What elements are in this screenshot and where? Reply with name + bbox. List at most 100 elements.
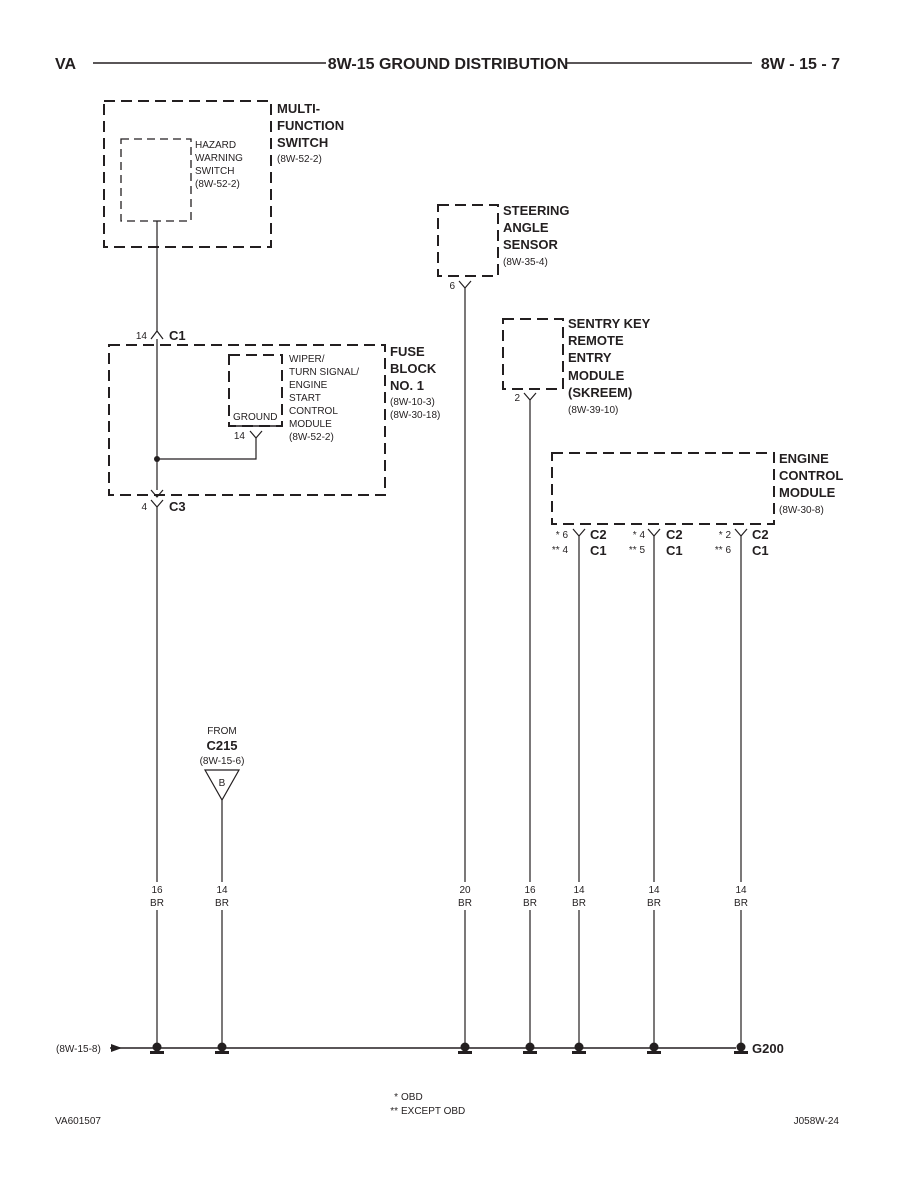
page-header: VA 8W-15 GROUND DISTRIBUTION 8W - 15 - 7 (55, 56, 840, 73)
splice-2-base (215, 1051, 229, 1054)
wiper-label-1: WIPER/ (289, 354, 325, 365)
hazard-label-2: WARNING (195, 153, 243, 164)
splice-6 (649, 1042, 659, 1052)
ecm-pin-1-obd: * 6 (556, 530, 569, 541)
hazard-label-3: SWITCH (195, 166, 234, 177)
fuse-block-ref-1: (8W-10-3) (390, 397, 435, 408)
c215-ref: (8W-15-6) (200, 756, 245, 767)
fuse-block-label-1: FUSE (390, 344, 425, 359)
legend: * OBD ** EXCEPT OBD (390, 1092, 465, 1117)
c3-name: C3 (169, 499, 186, 514)
mfs-label-2: FUNCTION (277, 118, 344, 133)
splice-1-base (150, 1051, 164, 1054)
splice-points (150, 1042, 748, 1054)
splice-5 (574, 1042, 584, 1052)
skreem-box (502, 318, 564, 390)
mfs-label-3: SWITCH (277, 135, 328, 150)
from-c215-reference: FROM C215 (8W-15-6) B (200, 726, 245, 802)
wiper-module-box (228, 354, 283, 427)
legend-obd-text: OBD (401, 1092, 423, 1103)
ecm-label-2: CONTROL (779, 468, 843, 483)
ecm-conn-1-obd: C2 (590, 527, 607, 542)
wire-3-gauge: 20 (459, 885, 471, 896)
fuse-block-no-1: FUSE BLOCK NO. 1 (8W-10-3) (8W-30-18) GR… (108, 339, 440, 498)
ground-g200-label: G200 (752, 1041, 784, 1056)
wire-1-color: BR (150, 898, 164, 909)
wire-6-label-bg (646, 882, 662, 910)
wire-1-gauge: 16 (151, 885, 163, 896)
engine-control-module: ENGINE CONTROL MODULE (8W-30-8) * 6 C2 *… (551, 451, 843, 558)
ground-g200-point (736, 1042, 746, 1052)
skreem-label-2: REMOTE (568, 333, 624, 348)
ecm-conn-3-obd: C2 (752, 527, 769, 542)
splice-5-base (572, 1051, 586, 1054)
wire-4-color: BR (523, 898, 537, 909)
page-number: 8W - 15 - 7 (761, 56, 840, 73)
ecm-conn-3-nonobd: C1 (752, 543, 769, 558)
c215-letter: B (219, 778, 226, 789)
connector-c3-symbol (150, 499, 164, 508)
wiper-connector-symbol (249, 430, 263, 439)
skreem-label-3: ENTRY (568, 350, 612, 365)
connector-c1-symbol (150, 330, 164, 340)
sas-label-1: STEERING (503, 203, 569, 218)
wiper-label-ref: (8W-52-2) (289, 432, 334, 443)
ecm-ref: (8W-30-8) (779, 505, 824, 516)
sas-ref: (8W-35-4) (503, 257, 548, 268)
mfs-ref: (8W-52-2) (277, 154, 322, 165)
legend-except-obd-text: EXCEPT OBD (401, 1106, 465, 1117)
hazard-label-1: HAZARD (195, 140, 236, 151)
sas-label-3: SENSOR (503, 237, 559, 252)
ground-g200-base (734, 1051, 748, 1054)
multi-function-switch-box (103, 100, 272, 248)
wire-2-color: BR (215, 898, 229, 909)
wire-6-gauge: 14 (648, 885, 660, 896)
wire-5-label-bg (571, 882, 587, 910)
skreem-label-4: MODULE (568, 368, 625, 383)
wire-6-color: BR (647, 898, 661, 909)
splice-6-base (647, 1051, 661, 1054)
sas-label-2: ANGLE (503, 220, 549, 235)
ground-bus: (8W-15-8) G200 (56, 1041, 784, 1056)
ecm-box (551, 452, 775, 525)
fuse-block-label-2: BLOCK (390, 361, 437, 376)
skreem-pin: 2 (514, 393, 520, 404)
ecm-label-3: MODULE (779, 485, 836, 500)
wiper-ground-label: GROUND (233, 412, 277, 423)
wiper-label-3: ENGINE (289, 380, 328, 391)
wire-5-gauge: 14 (573, 885, 585, 896)
wiper-label-6: MODULE (289, 419, 332, 430)
skreem-connector-symbol (523, 392, 537, 401)
c215-triangle (203, 769, 241, 802)
ground-bus-ref: (8W-15-8) (56, 1044, 101, 1055)
ecm-pin-1-nonobd: ** 4 (552, 545, 569, 556)
ecm-conn-2-nonobd: C1 (666, 543, 683, 558)
ground-bus-arrow (111, 1044, 122, 1052)
wire-7-gauge: 14 (735, 885, 747, 896)
mfs-label-1: MULTI- (277, 101, 320, 116)
splice-3-base (458, 1051, 472, 1054)
wire-7-color: BR (734, 898, 748, 909)
wire-7-label-bg (733, 882, 749, 910)
page-title: 8W-15 GROUND DISTRIBUTION (328, 56, 569, 73)
wire-2-gauge: 14 (216, 885, 228, 896)
multi-function-switch: HAZARD WARNING SWITCH (8W-52-2) MULTI- F… (103, 100, 344, 248)
ecm-conn-1-nonobd: C1 (590, 543, 607, 558)
legend-obd-mark: * (394, 1092, 398, 1103)
ground-wires: 16 BR 14 BR 20 BR 16 BR 14 BR 14 BR 14 B… (149, 288, 749, 1047)
skreem-label-1: SENTRY KEY (568, 316, 651, 331)
internal-c3-arrow (150, 489, 164, 498)
ecm-conn-2-obd: C2 (666, 527, 683, 542)
footer-left-code: VA601507 (55, 1116, 101, 1127)
legend-except-obd-mark: ** (390, 1106, 398, 1117)
footer-right-code: J058W-24 (794, 1116, 840, 1127)
ecm-connector-1-symbol (572, 528, 586, 537)
hazard-label-ref: (8W-52-2) (195, 179, 240, 190)
splice-4 (525, 1042, 535, 1052)
wire-3-label-bg (457, 882, 473, 910)
wire-4-label-bg (522, 882, 538, 910)
hazard-warning-switch-box (120, 138, 192, 222)
wire-5-color: BR (572, 898, 586, 909)
c1-pin: 14 (136, 331, 148, 342)
